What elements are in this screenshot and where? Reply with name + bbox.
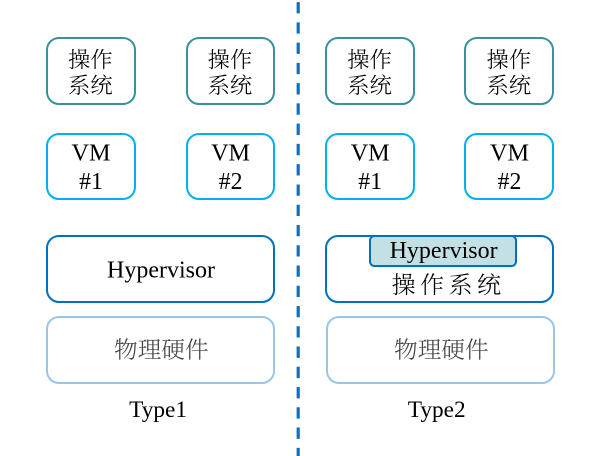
svg-text:VM: VM [211, 139, 250, 166]
svg-text:Hypervisor: Hypervisor [107, 257, 215, 283]
svg-text:VM: VM [490, 139, 529, 166]
svg-text:Hypervisor: Hypervisor [390, 238, 498, 264]
svg-text:#2: #2 [219, 169, 243, 195]
svg-text:#1: #1 [79, 169, 103, 195]
svg-text:Type2: Type2 [408, 397, 466, 423]
svg-text:#2: #2 [498, 169, 522, 195]
svg-text:VM: VM [351, 139, 390, 166]
svg-text:VM: VM [72, 139, 111, 166]
svg-text:Type1: Type1 [129, 397, 187, 423]
svg-text:#1: #1 [358, 169, 382, 195]
